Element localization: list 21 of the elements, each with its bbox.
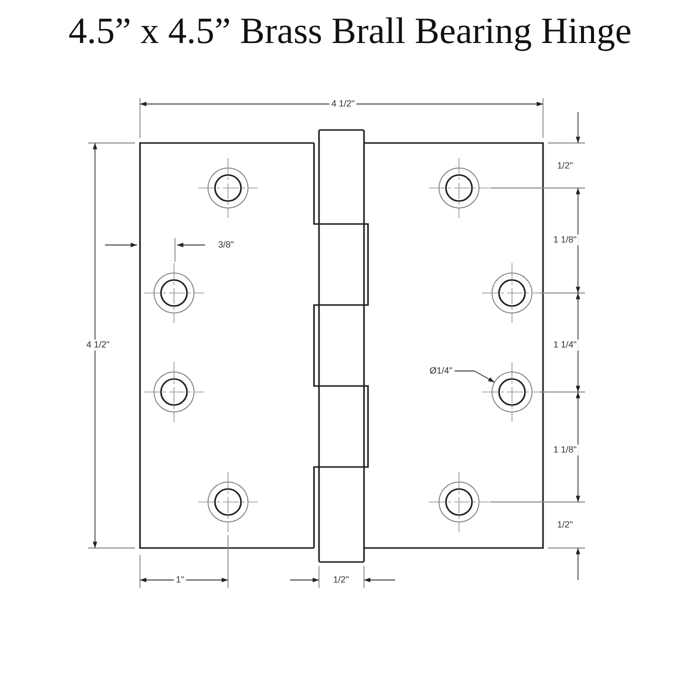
screw-hole: [198, 472, 258, 532]
dimension-label: 1/2": [555, 520, 575, 530]
diameter-callout: Ø1/4": [428, 366, 454, 376]
dimension-label: 4 1/2": [84, 340, 112, 350]
dimension-label: 1": [174, 574, 186, 586]
screw-hole: [482, 362, 542, 422]
screw-hole: [482, 262, 542, 324]
screw-hole: [198, 158, 258, 218]
dimension-label: 1 1/8": [551, 444, 579, 456]
dimension-label: 1/2": [555, 160, 575, 172]
screw-hole: [144, 262, 204, 324]
dimension-label: 1 1/4": [551, 340, 579, 350]
screw-hole: [428, 158, 490, 218]
dimension-label: 1/2": [331, 574, 351, 586]
title: 4.5” x 4.5” Brass Brall Bearing Hinge: [67, 10, 633, 53]
screw-hole: [428, 472, 490, 532]
dimension-label: 3/8": [216, 240, 236, 250]
dimension-label: 1 1/8": [551, 234, 579, 246]
leader-line: [454, 370, 495, 383]
dimension-label: 4 1/2": [329, 98, 357, 110]
screw-hole: [144, 362, 204, 422]
